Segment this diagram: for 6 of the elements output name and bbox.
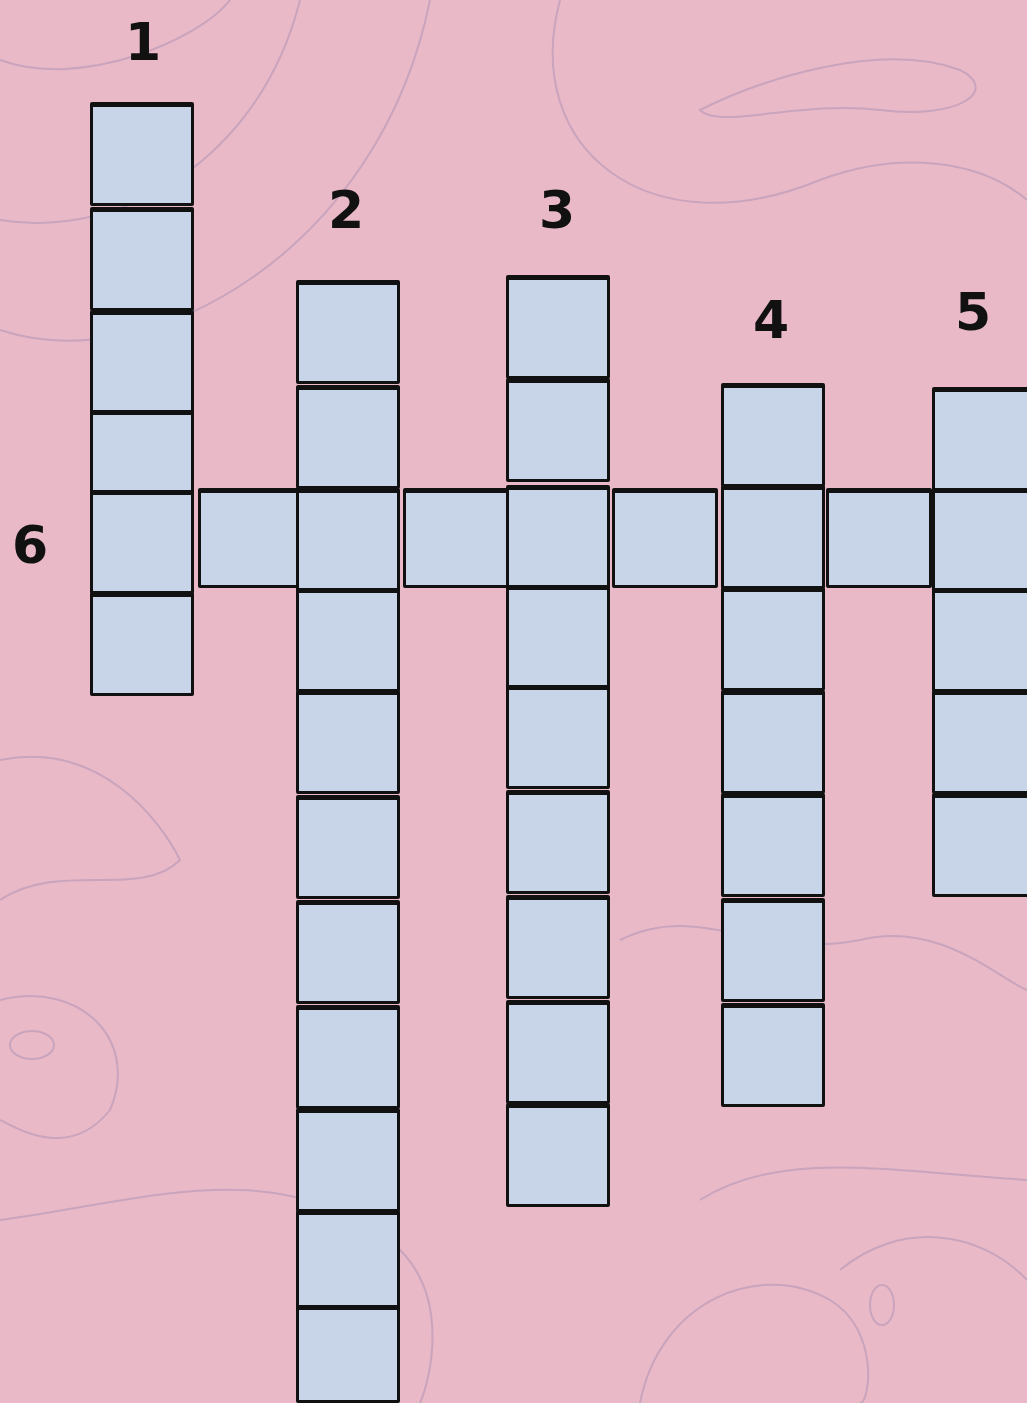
- clue-number: 2: [327, 184, 365, 236]
- clue-number: 6: [11, 519, 49, 571]
- clue-number: 1: [124, 16, 162, 68]
- clue-number: 3: [538, 184, 576, 236]
- clue-number: 5: [954, 286, 992, 338]
- clue-number: 4: [752, 294, 790, 346]
